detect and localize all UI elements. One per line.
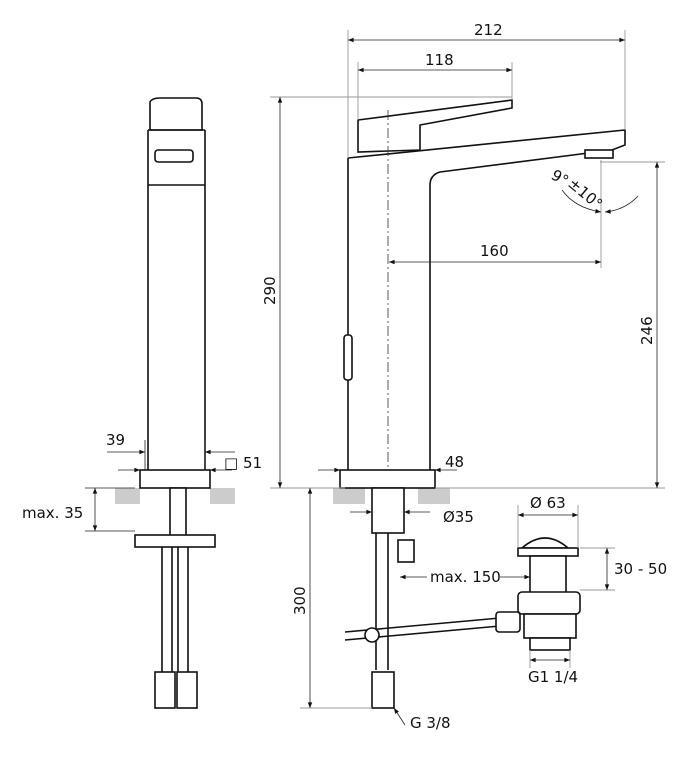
dim-51: □ 51: [224, 454, 262, 472]
front-base: [339, 469, 436, 489]
dim-max-150: max. 150: [430, 568, 501, 586]
dim-290: 290: [261, 276, 279, 305]
spout-body: [347, 129, 626, 470]
dim-max-35: max. 35: [22, 504, 83, 522]
side-hoses: [161, 547, 189, 672]
dim-hole: Ø35: [443, 508, 474, 526]
dim-212: 212: [474, 21, 503, 39]
dim-39: 39: [106, 431, 125, 449]
dim-48: 48: [445, 453, 464, 471]
dim-hose-thread: G 3/8: [410, 714, 451, 732]
dim-246: 246: [638, 316, 656, 345]
fixing-plate: [134, 534, 216, 548]
side-base: [139, 469, 211, 489]
hose-nut-1: [154, 671, 176, 709]
countertop-left: [115, 488, 140, 504]
side-button: [343, 334, 353, 381]
rod-pivot: [364, 627, 380, 643]
side-stud: [169, 487, 187, 539]
dim-118: 118: [425, 51, 454, 69]
front-stud: [371, 487, 405, 534]
side-view: 39 □ 51 max. 35: [22, 97, 262, 709]
dim-160: 160: [480, 242, 509, 260]
countertop-right: [210, 488, 235, 504]
front-valve: [397, 539, 415, 563]
aerator: [584, 149, 614, 159]
dim-300: 300: [291, 586, 309, 615]
dim-drain-thread: G1 1/4: [528, 668, 578, 686]
side-body: [147, 129, 206, 470]
lever-cap: [149, 97, 203, 131]
drain-plug: [519, 537, 571, 549]
dim-angle: 9°: [548, 166, 572, 190]
front-hose-nut: [371, 671, 395, 709]
dim-drain-diameter: Ø 63: [530, 494, 566, 512]
front-view: 212 118 290 246 160 9° ±10° 48 Ø35 300 G…: [261, 21, 665, 732]
dim-30-50: 30 - 50: [614, 560, 667, 578]
waste-drain: Ø 63 30 - 50 G1 1/4: [495, 494, 667, 686]
hose-nut-2: [176, 671, 198, 709]
cartridge-indicator: [154, 149, 194, 163]
